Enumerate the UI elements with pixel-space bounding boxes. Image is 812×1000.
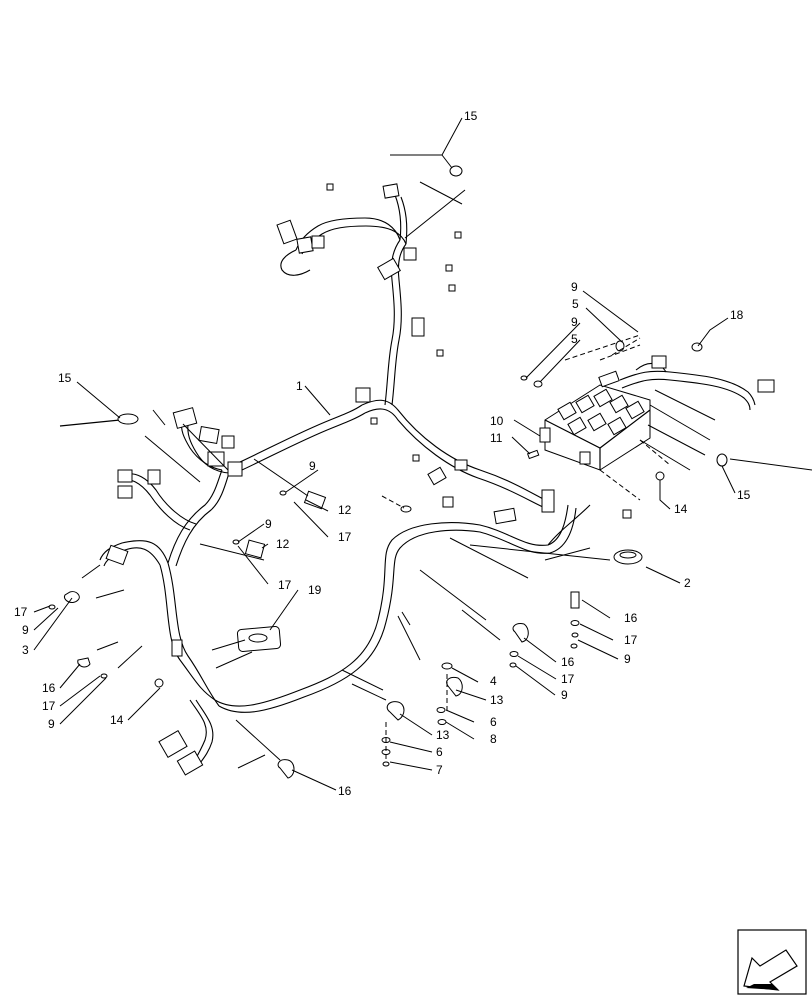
main-harness bbox=[99, 194, 756, 767]
callout-2: 2 bbox=[684, 576, 691, 590]
callout-6-upper: 6 bbox=[490, 715, 497, 729]
callout-9-lower-left: 9 bbox=[48, 717, 55, 731]
loose-parts bbox=[48, 165, 728, 779]
leader-lines bbox=[33, 117, 812, 791]
callout-13-upper: 13 bbox=[490, 693, 504, 707]
callout-14-left: 14 bbox=[110, 713, 124, 727]
callout-1: 1 bbox=[296, 379, 303, 393]
callout-17-right: 17 bbox=[624, 633, 638, 647]
callout-18: 18 bbox=[730, 308, 744, 322]
callout-9-right: 9 bbox=[624, 652, 631, 666]
callout-5-fuse-top: 5 bbox=[572, 297, 579, 311]
callout-16-right: 16 bbox=[624, 611, 638, 625]
callout-8: 8 bbox=[490, 732, 497, 746]
callout-9-fuse-top: 9 bbox=[571, 280, 578, 294]
callout-17-left: 17 bbox=[14, 605, 28, 619]
callout-17-center: 17 bbox=[561, 672, 575, 686]
callout-labels: 15 15 15 18 9 5 9 5 1 10 11 14 2 9 12 17… bbox=[14, 109, 751, 798]
callout-17-mid: 17 bbox=[278, 578, 292, 592]
callout-10: 10 bbox=[490, 414, 504, 428]
callout-15-left: 15 bbox=[58, 371, 72, 385]
callout-16-center: 16 bbox=[561, 655, 575, 669]
callout-16-bottom: 16 bbox=[338, 784, 352, 798]
callout-15-right: 15 bbox=[737, 488, 751, 502]
callout-9-center: 9 bbox=[561, 688, 568, 702]
callout-17-lower-left: 17 bbox=[42, 699, 56, 713]
callout-13-lower: 13 bbox=[436, 728, 450, 742]
callout-12-top: 12 bbox=[338, 503, 352, 517]
callout-3: 3 bbox=[22, 643, 29, 657]
callout-6-lower: 6 bbox=[436, 745, 443, 759]
callout-5-fuse-left: 5 bbox=[571, 332, 578, 346]
fuse-box bbox=[539, 334, 671, 501]
callout-9-left: 9 bbox=[22, 623, 29, 637]
callout-19: 19 bbox=[308, 583, 322, 597]
orientation-arrow-icon bbox=[737, 929, 807, 995]
callout-17-top: 17 bbox=[338, 530, 352, 544]
callout-16-left: 16 bbox=[42, 681, 56, 695]
callout-4: 4 bbox=[490, 674, 497, 688]
callout-15-top: 15 bbox=[464, 109, 478, 123]
callout-9-sensor-top: 9 bbox=[309, 459, 316, 473]
callout-9-sensor-mid: 9 bbox=[265, 517, 272, 531]
callout-7: 7 bbox=[436, 763, 443, 777]
break-lines bbox=[81, 181, 716, 769]
callout-11: 11 bbox=[490, 431, 503, 445]
callout-12-mid: 12 bbox=[276, 537, 290, 551]
callout-14-right: 14 bbox=[674, 502, 688, 516]
callout-9-fuse-left: 9 bbox=[571, 315, 578, 329]
